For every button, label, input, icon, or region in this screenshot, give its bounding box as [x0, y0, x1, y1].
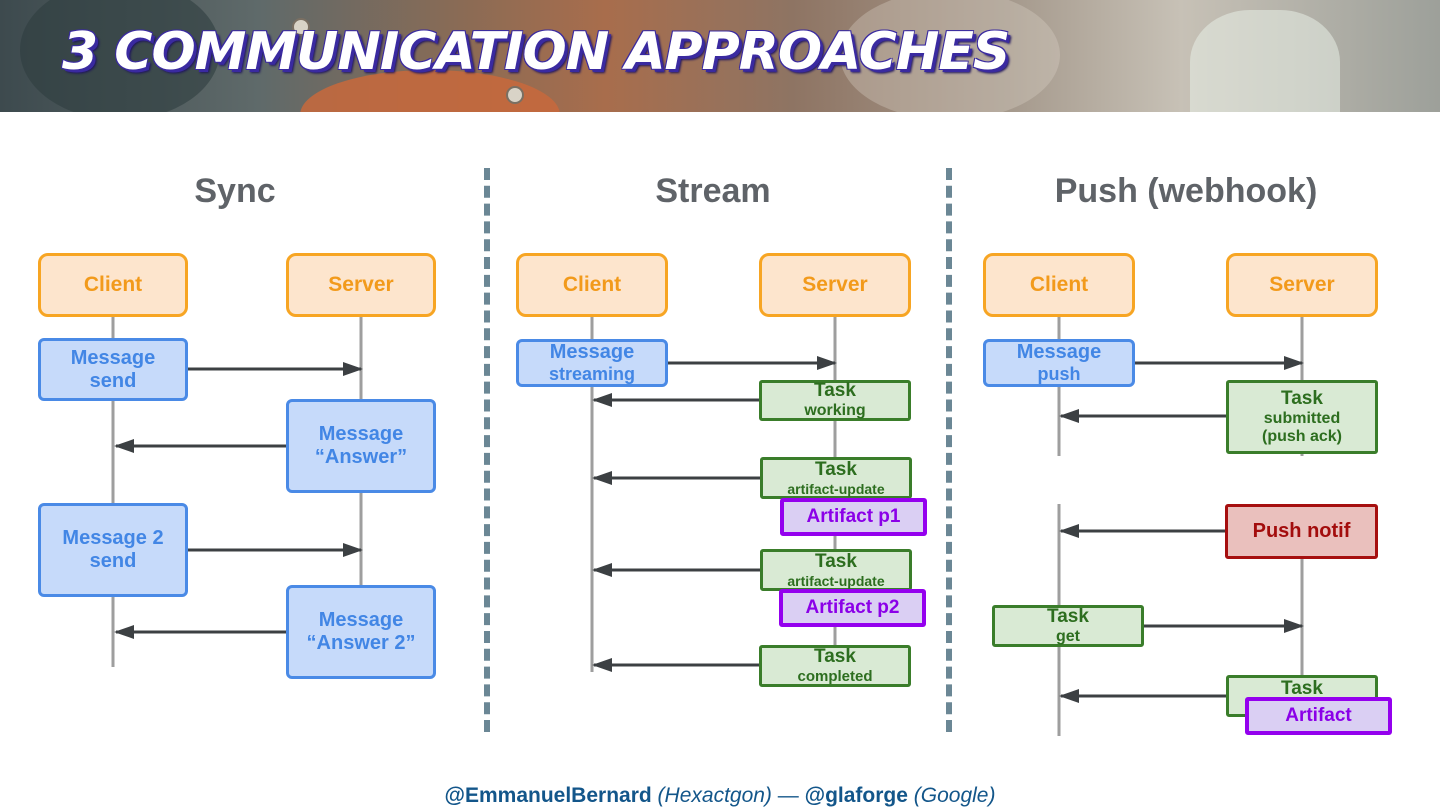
- sync-client-box: Client: [38, 253, 188, 317]
- push-client-box: Client: [983, 253, 1135, 317]
- header-banner: 3 COMMUNICATION APPROACHES: [0, 0, 1440, 112]
- message-sublabel: “Answer”: [314, 446, 408, 468]
- task-label: Task: [814, 646, 856, 668]
- task-status-note: (push ack): [1261, 427, 1342, 445]
- message-label: Message: [549, 341, 635, 364]
- message-sublabel: send: [89, 369, 137, 392]
- actor-label: Server: [802, 272, 868, 296]
- push-message-push: Message push: [983, 339, 1135, 387]
- message-label: Message: [70, 346, 156, 369]
- sync-heading: Sync: [194, 172, 276, 210]
- author-handle-2[interactable]: @glaforge: [804, 784, 908, 807]
- task-label: Task: [814, 380, 856, 402]
- task-label: Task: [815, 551, 857, 573]
- actor-label: Client: [83, 272, 143, 296]
- message-label: Message 2: [62, 527, 164, 549]
- task-label: Task: [1281, 678, 1323, 699]
- sync-message-answer2: Message “Answer 2”: [286, 585, 436, 679]
- actor-label: Client: [562, 272, 622, 296]
- actor-label: Server: [328, 272, 394, 296]
- message-label: Message: [318, 423, 404, 445]
- stream-artifact-p1: Artifact p1: [780, 498, 927, 536]
- push-artifact: Artifact: [1245, 697, 1392, 735]
- stream-artifact-p2: Artifact p2: [779, 589, 926, 627]
- artifact-label: Artifact p2: [805, 597, 900, 619]
- task-label: Task: [815, 459, 857, 481]
- stream-message-streaming: Message streaming: [516, 339, 668, 387]
- task-status: completed: [797, 668, 873, 686]
- artifact-label: Artifact p1: [806, 506, 901, 528]
- section-divider: [484, 168, 490, 732]
- banner-decoration: [292, 18, 310, 36]
- task-label: Task: [1281, 387, 1323, 409]
- message-sublabel: send: [89, 550, 137, 572]
- sync-message2-send: Message 2 send: [38, 503, 188, 597]
- push-server-box: Server: [1226, 253, 1378, 317]
- push-heading: Push (webhook): [1054, 172, 1318, 210]
- message-label: Message: [318, 609, 404, 631]
- stream-task-artifact-update-1: Task artifact-update: [760, 457, 912, 499]
- author-handle-1[interactable]: @EmmanuelBernard: [444, 784, 652, 807]
- task-label: Task: [1047, 605, 1089, 627]
- push-task-get: Task get: [992, 605, 1144, 647]
- sync-server-box: Server: [286, 253, 436, 317]
- sync-message-send: Message send: [38, 338, 188, 401]
- banner-decoration: [840, 0, 1060, 112]
- artifact-label: Artifact: [1285, 705, 1352, 727]
- task-status: submitted: [1263, 409, 1341, 427]
- message-sublabel: streaming: [548, 364, 636, 385]
- footer-credits: @EmmanuelBernard (Hexactgon) — @glaforge…: [0, 784, 1440, 808]
- section-divider: [946, 168, 952, 732]
- actor-label: Client: [1029, 272, 1089, 296]
- push-notif-box: Push notif: [1225, 504, 1378, 559]
- stream-task-artifact-update-2: Task artifact-update: [760, 549, 912, 591]
- message-sublabel: push: [1037, 364, 1081, 385]
- message-label: Message: [1016, 341, 1102, 364]
- task-status: get: [1056, 627, 1080, 645]
- banner-decoration: [20, 0, 220, 112]
- stream-task-completed: Task completed: [759, 645, 911, 687]
- author-org-1: (Hexactgon): [657, 784, 772, 807]
- task-status: artifact-update: [787, 572, 885, 589]
- sync-message-answer: Message “Answer”: [286, 399, 436, 493]
- author-org-2: (Google): [913, 784, 996, 807]
- stream-task-working: Task working: [759, 380, 911, 421]
- stream-server-box: Server: [759, 253, 911, 317]
- actor-label: Server: [1269, 272, 1335, 296]
- footer-separator: —: [771, 784, 805, 807]
- banner-decoration: [506, 86, 524, 104]
- push-notif-label: Push notif: [1252, 520, 1351, 542]
- slide-title: 3 COMMUNICATION APPROACHES: [62, 22, 1010, 82]
- stream-heading: Stream: [655, 172, 771, 210]
- task-status: working: [804, 402, 866, 420]
- message-sublabel: “Answer 2”: [306, 632, 416, 654]
- push-task-submitted: Task submitted (push ack): [1226, 380, 1378, 454]
- task-status: artifact-update: [787, 480, 885, 497]
- stream-client-box: Client: [516, 253, 668, 317]
- banner-decoration: [1190, 10, 1340, 112]
